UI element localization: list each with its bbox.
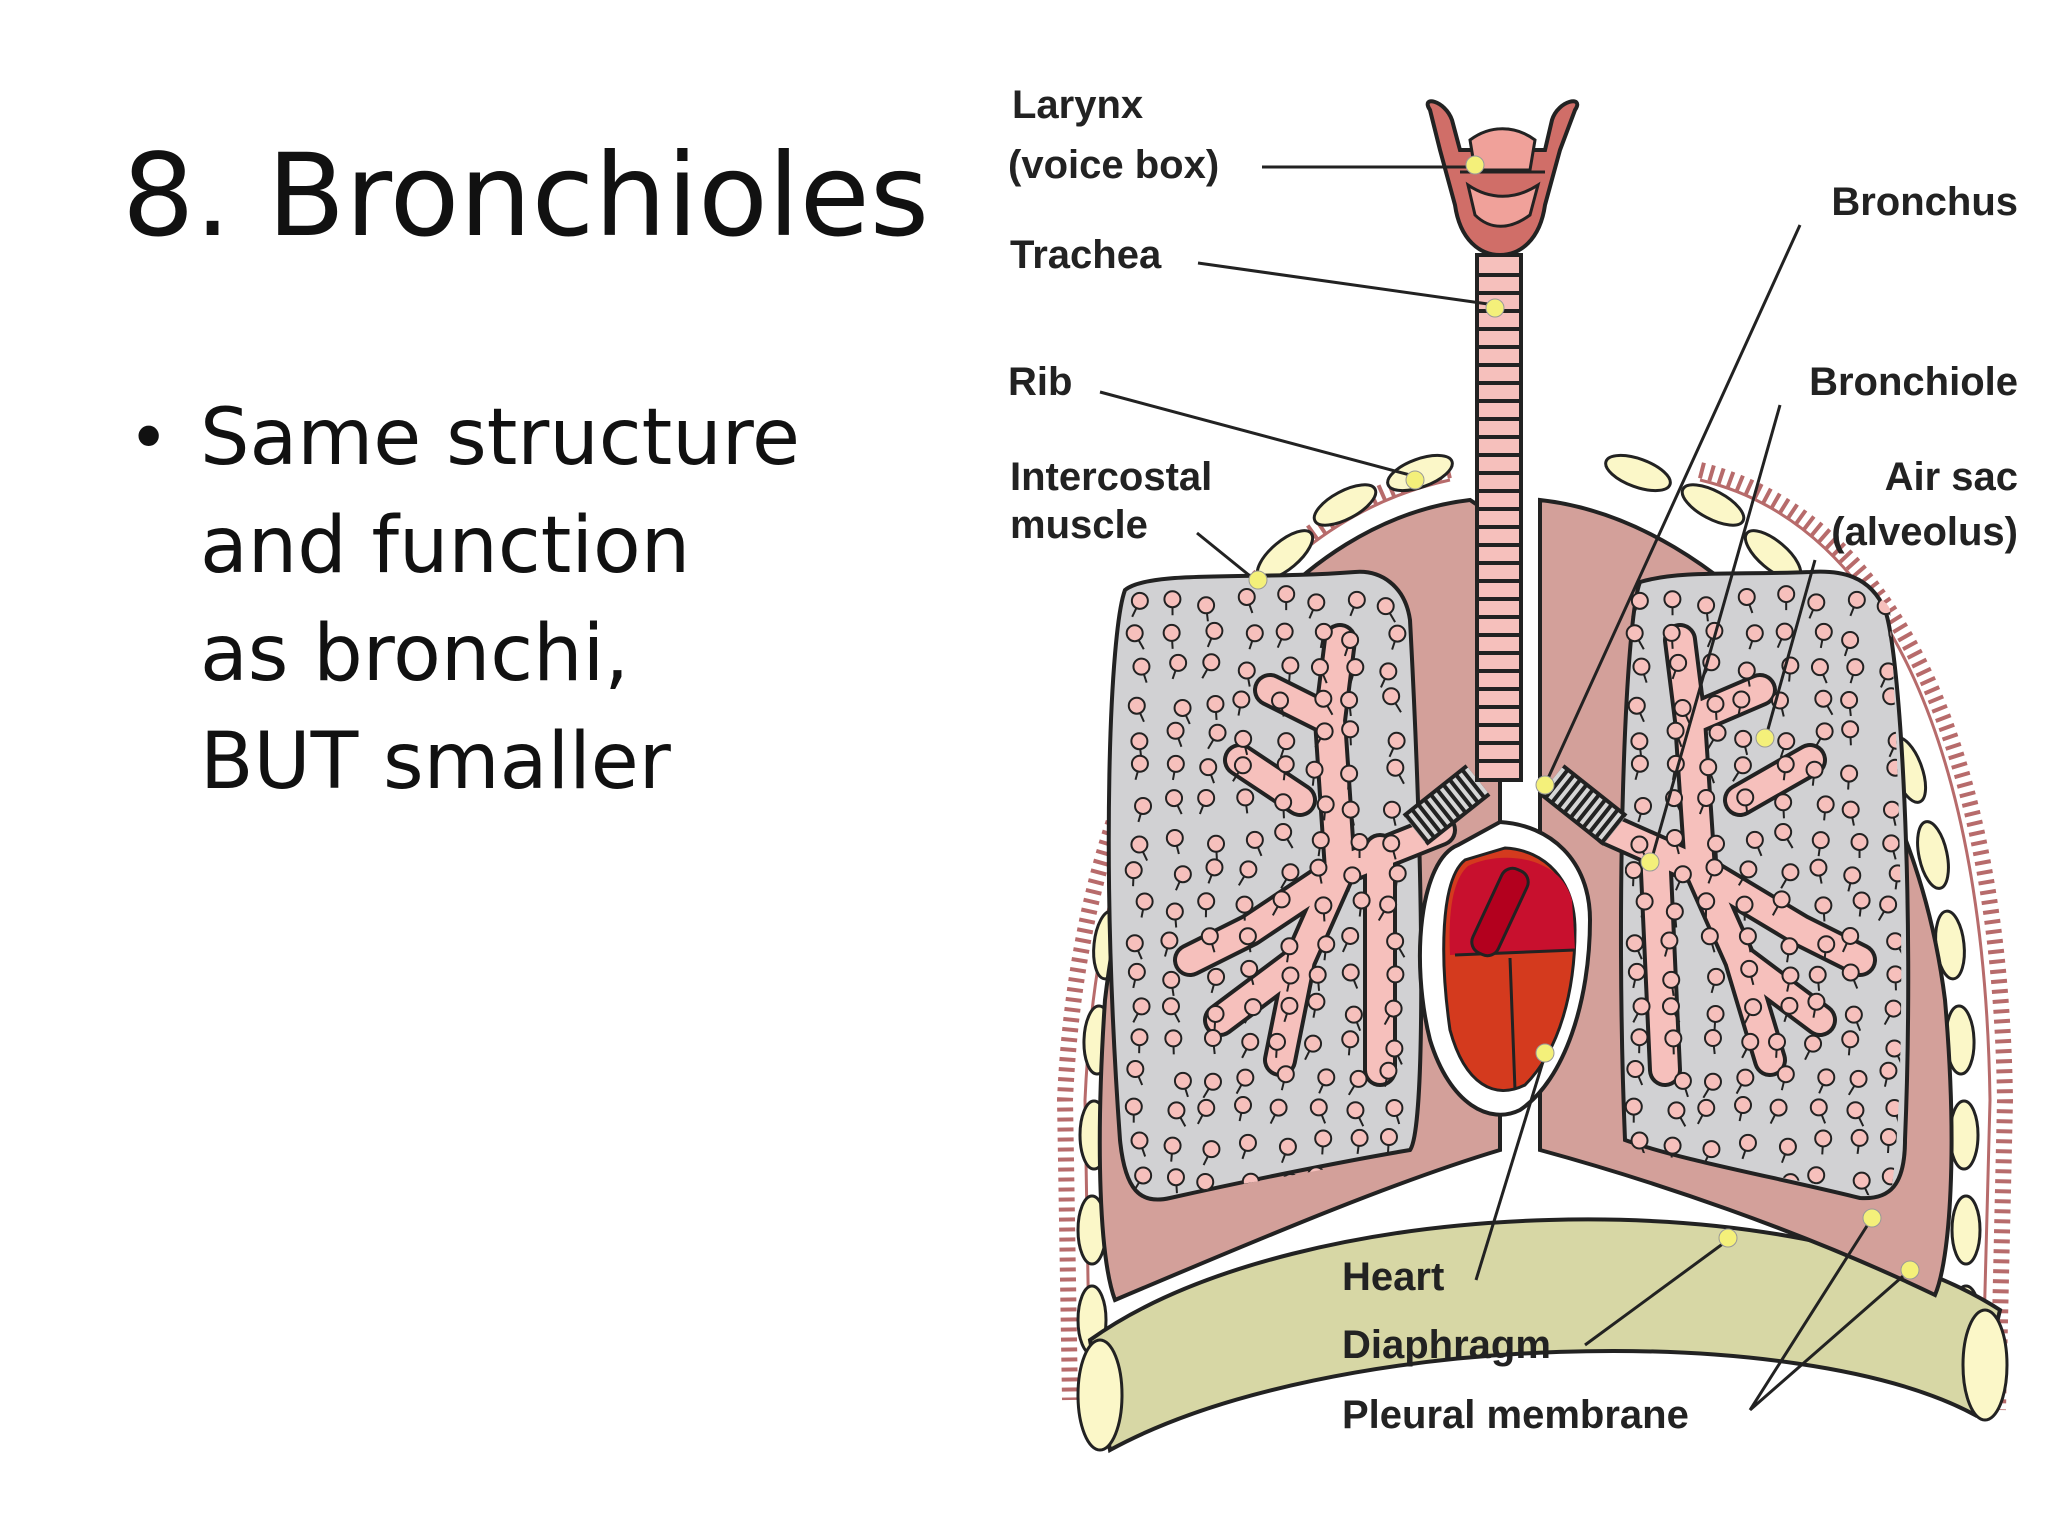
trachea xyxy=(1475,253,1523,782)
rib xyxy=(1948,1099,1980,1171)
label-bronchiole: Bronchiole xyxy=(1809,360,2018,404)
leader-lines xyxy=(1099,165,1911,1412)
label-heart: Heart xyxy=(1342,1255,1444,1299)
bullet-dot-icon: • xyxy=(128,397,170,479)
bullet-text: Same structure and function as bronchi, … xyxy=(200,393,801,807)
left-bronchial-tree xyxy=(1173,623,1457,1087)
larynx xyxy=(1425,99,1580,258)
label-air-sac: Air sac xyxy=(1885,455,2018,499)
label-trachea: Trachea xyxy=(1010,233,1162,277)
bullet-list: • Same structure and function as bronchi… xyxy=(128,384,820,816)
label-rib: Rib xyxy=(1008,360,1072,404)
rib xyxy=(1950,1194,1982,1266)
label-intercostal: Intercostal xyxy=(1010,455,1212,499)
rib xyxy=(1680,483,1746,527)
diaphragm-end-left xyxy=(1076,1338,1124,1452)
rib xyxy=(1916,820,1950,890)
label-muscle: muscle xyxy=(1010,503,1148,547)
heart xyxy=(1417,804,1593,1141)
label-diaphragm: Diaphragm xyxy=(1342,1323,1551,1367)
alveoli-right xyxy=(1625,585,1902,1199)
rib xyxy=(1604,453,1672,493)
bullet-item: • Same structure and function as bronchi… xyxy=(128,384,820,816)
label-voice-box: (voice box) xyxy=(1008,143,1219,187)
label-larynx: Larynx xyxy=(1012,83,1143,127)
label-alveolus: (alveolus) xyxy=(1831,510,2018,554)
bronchi xyxy=(1402,764,1628,846)
rib xyxy=(1312,483,1378,527)
diaphragm-end-right xyxy=(1961,1308,2009,1422)
label-bronchus: Bronchus xyxy=(1831,180,2018,224)
slide-title: 8. Bronchioles xyxy=(122,129,930,262)
label-markers xyxy=(1248,155,1920,1280)
label-pleural-membrane: Pleural membrane xyxy=(1342,1393,1689,1437)
alveoli-left xyxy=(1124,585,1407,1199)
